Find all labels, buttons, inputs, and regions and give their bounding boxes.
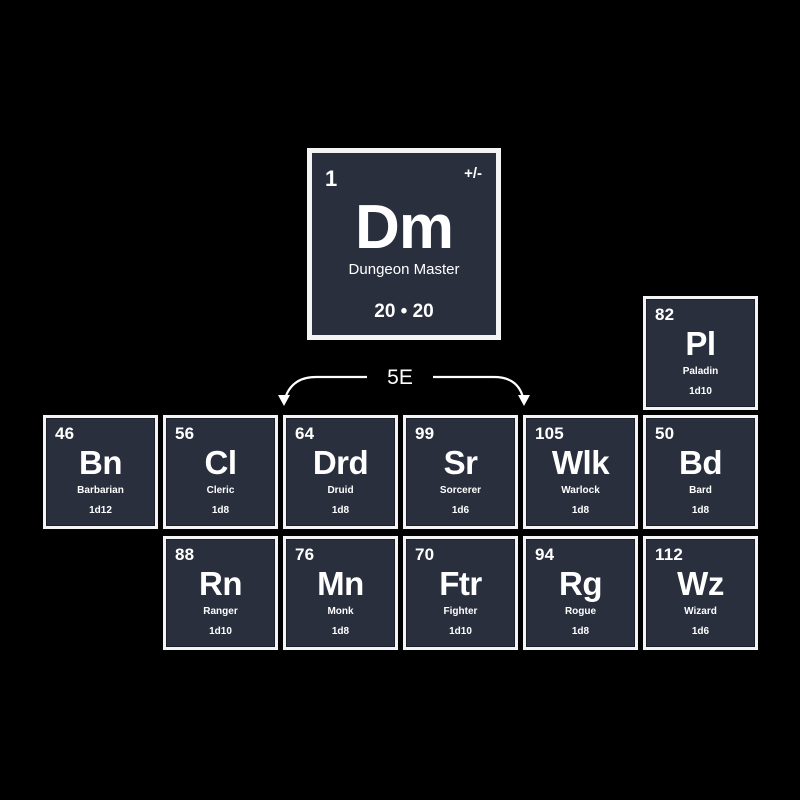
atomic-number: 56 xyxy=(175,424,195,443)
element-name: Paladin xyxy=(682,366,719,377)
element-symbol: Wlk xyxy=(551,444,610,481)
hit-die: 1d8 xyxy=(571,626,590,637)
hit-die: 1d10 xyxy=(449,626,472,637)
element-symbol: Pl xyxy=(685,325,716,362)
hit-die: 1d6 xyxy=(691,626,710,637)
element-tile-rogue: 94 Rg Rogue 1d8 xyxy=(523,536,638,650)
element-symbol: Rn xyxy=(199,565,243,602)
element-tile-cleric: 56 Cl Cleric 1d8 xyxy=(163,415,278,529)
hit-die: 1d8 xyxy=(331,505,350,516)
element-tile-sorcerer: 99 Sr Sorcerer 1d6 xyxy=(403,415,518,529)
element-symbol: Ftr xyxy=(439,565,482,602)
atomic-number: 50 xyxy=(655,424,675,443)
element-name: Cleric xyxy=(206,485,235,496)
edition-label: 5E xyxy=(387,366,413,389)
element-symbol: Rg xyxy=(559,565,603,602)
hit-die: 1d10 xyxy=(209,626,232,637)
element-name: Bard xyxy=(689,485,712,496)
hit-die: 1d8 xyxy=(331,626,350,637)
element-tile-warlock: 105 Wlk Warlock 1d8 xyxy=(523,415,638,529)
element-name: Monk xyxy=(327,606,354,617)
element-name: Ranger xyxy=(203,606,238,617)
element-tile-barbarian: 46 Bn Barbarian 1d12 xyxy=(43,415,158,529)
element-name: Rogue xyxy=(564,606,597,617)
hit-die: 1d12 xyxy=(89,505,112,516)
atomic-number: 105 xyxy=(535,424,564,443)
element-name: Sorcerer xyxy=(439,485,482,496)
element-tile-monk: 76 Mn Monk 1d8 xyxy=(283,536,398,650)
atomic-number: 76 xyxy=(295,545,315,564)
element-tile-ranger: 88 Rn Ranger 1d10 xyxy=(163,536,278,650)
element-name: Dungeon Master xyxy=(348,261,460,278)
element-symbol: Sr xyxy=(443,444,478,481)
element-tile-bard: 50 Bd Bard 1d8 xyxy=(643,415,758,529)
hit-die: 1d10 xyxy=(689,386,712,397)
element-symbol: Cl xyxy=(204,444,238,481)
atomic-number: 99 xyxy=(415,424,435,443)
dungeon-master-tile: 1 +/- Dm Dungeon Master 20 • 20 xyxy=(307,148,501,340)
hit-die: 1d8 xyxy=(211,505,230,516)
element-symbol: Drd xyxy=(312,444,369,481)
element-tile-paladin: 82 Pl Paladin 1d10 xyxy=(643,296,758,410)
element-name: Barbarian xyxy=(77,485,124,496)
hit-die: 1d8 xyxy=(691,505,710,516)
element-symbol: Dm xyxy=(355,193,454,262)
element-tile-druid: 64 Drd Druid 1d8 xyxy=(283,415,398,529)
atomic-number: 88 xyxy=(175,545,195,564)
modifier-label: +/- xyxy=(464,165,482,182)
element-name: Wizard xyxy=(684,606,717,617)
element-tile-fighter: 70 Ftr Fighter 1d10 xyxy=(403,536,518,650)
atomic-number: 64 xyxy=(295,424,315,443)
element-symbol: Wz xyxy=(677,565,724,602)
element-symbol: Mn xyxy=(317,565,364,602)
atomic-number: 94 xyxy=(535,545,555,564)
element-name: Druid xyxy=(327,485,354,496)
hit-die: 1d8 xyxy=(571,505,590,516)
atomic-number: 82 xyxy=(655,305,675,324)
element-name: Warlock xyxy=(561,485,600,496)
element-symbol: Bn xyxy=(79,444,123,481)
score-label: 20 • 20 xyxy=(374,301,434,322)
element-name: Fighter xyxy=(443,606,478,617)
hit-die: 1d6 xyxy=(451,505,470,516)
element-tile-wizard: 112 Wz Wizard 1d6 xyxy=(643,536,758,650)
atomic-number: 46 xyxy=(55,424,75,443)
atomic-number: 112 xyxy=(655,545,684,564)
atomic-number: 70 xyxy=(415,545,435,564)
atomic-number: 1 xyxy=(325,166,338,191)
element-symbol: Bd xyxy=(679,444,723,481)
